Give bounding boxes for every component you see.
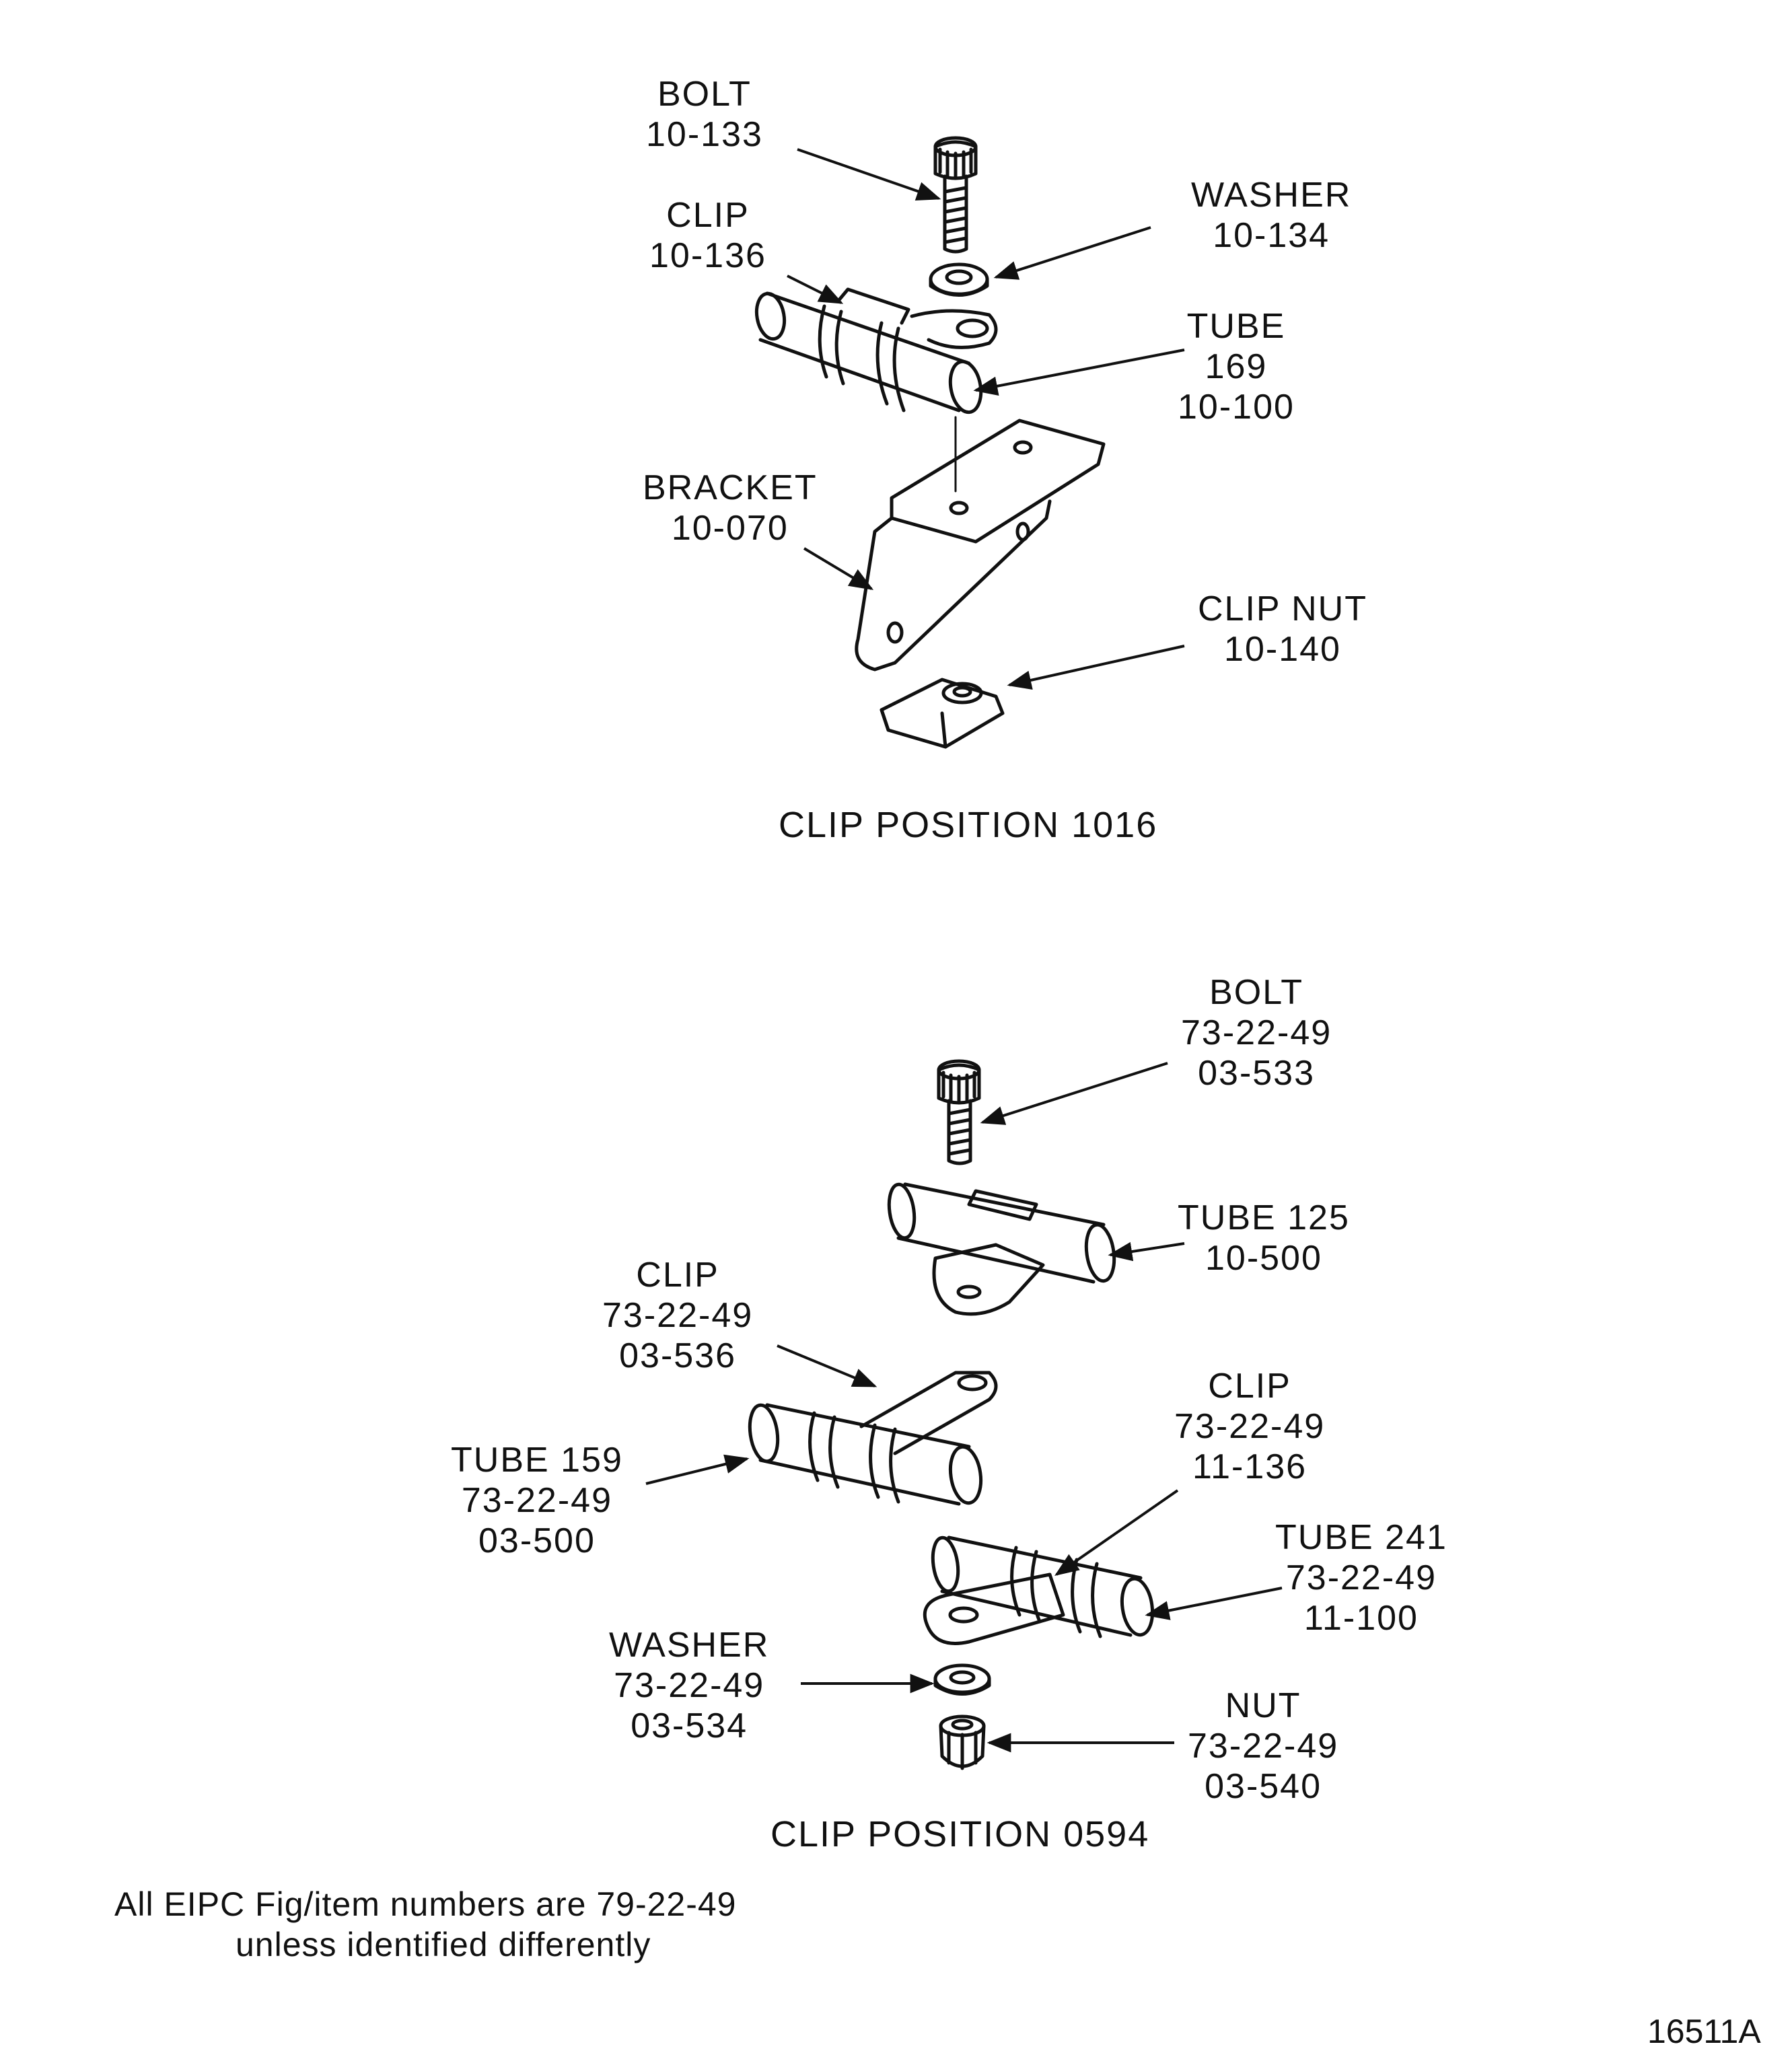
label-tube-241-name: TUBE 241 xyxy=(1275,1518,1447,1557)
figure-number: 16511A xyxy=(1647,2013,1761,2050)
label-nut-lower: NUT 73-22-49 03-540 xyxy=(1188,1686,1338,1807)
label-bolt-lower: BOLT 73-22-49 03-533 xyxy=(1181,972,1332,1093)
label-clip-a-name: CLIP xyxy=(636,1256,719,1295)
label-tube-159-name: TUBE 159 xyxy=(451,1441,623,1480)
label-clip-upper: CLIP 10-136 xyxy=(649,195,766,276)
label-tube-upper: TUBE 169 10-100 xyxy=(1178,306,1295,427)
leader-clip-b xyxy=(1054,1489,1179,1577)
nut-lower-part xyxy=(939,1714,986,1770)
label-bolt-lower-num1: 73-22-49 xyxy=(1181,1013,1332,1052)
label-clip-upper-num: 10-136 xyxy=(649,236,766,275)
label-washer-upper: WASHER 10-134 xyxy=(1191,175,1351,256)
label-clip-a-num2: 03-536 xyxy=(619,1336,737,1375)
leader-tube-241 xyxy=(1145,1587,1283,1620)
label-clip-b: CLIP 73-22-49 11-136 xyxy=(1174,1366,1325,1487)
label-tube-241: TUBE 241 73-22-49 11-100 xyxy=(1275,1517,1447,1638)
label-tube-125: TUBE 125 10-500 xyxy=(1178,1198,1350,1278)
label-washer-lower-num2: 03-534 xyxy=(631,1706,748,1745)
label-tube-241-num2: 11-100 xyxy=(1303,1599,1419,1638)
leader-tube-159 xyxy=(645,1454,750,1485)
label-washer-upper-num: 10-134 xyxy=(1213,216,1330,255)
label-bracket-upper-num: 10-070 xyxy=(671,509,789,548)
label-bracket-upper-name: BRACKET xyxy=(643,468,818,507)
label-tube-125-num: 10-500 xyxy=(1205,1239,1322,1278)
leader-bolt-lower xyxy=(980,1062,1168,1125)
label-bolt-upper-num: 10-133 xyxy=(646,115,763,154)
label-washer-lower: WASHER 73-22-49 03-534 xyxy=(609,1625,769,1746)
label-clip-nut-upper-num: 10-140 xyxy=(1224,630,1341,669)
label-bolt-upper-name: BOLT xyxy=(657,75,752,114)
label-nut-lower-num1: 73-22-49 xyxy=(1188,1727,1339,1766)
tube-125-part xyxy=(887,1182,1116,1316)
label-clip-nut-upper: CLIP NUT 10-140 xyxy=(1198,589,1367,670)
label-tube-125-name: TUBE 125 xyxy=(1178,1198,1350,1237)
leader-bracket-upper xyxy=(803,547,874,590)
label-bolt-lower-num2: 03-533 xyxy=(1198,1054,1316,1093)
washer-lower-part xyxy=(933,1663,991,1696)
caption-clip-position-0594: CLIP POSITION 0594 xyxy=(770,1814,1150,1854)
leader-tube-125 xyxy=(1108,1241,1185,1262)
clip-nut-upper-part xyxy=(880,678,1005,749)
tube-241-clip-part xyxy=(923,1535,1155,1645)
caption-clip-position-1016: CLIP POSITION 1016 xyxy=(779,805,1158,845)
label-nut-lower-num2: 03-540 xyxy=(1205,1767,1322,1806)
leader-bolt-upper xyxy=(797,148,941,201)
label-tube-159-num2: 03-500 xyxy=(478,1521,596,1560)
eipc-note-line2: unless identified differently xyxy=(236,1926,651,1963)
leader-clip-upper xyxy=(787,275,844,304)
label-nut-lower-name: NUT xyxy=(1225,1686,1301,1725)
label-tube-upper-num1: 169 xyxy=(1205,347,1268,386)
tube-clip-upper-part xyxy=(754,287,998,414)
label-washer-upper-name: WASHER xyxy=(1191,176,1352,215)
label-clip-b-num2: 11-136 xyxy=(1192,1447,1307,1486)
label-clip-b-num1: 73-22-49 xyxy=(1174,1407,1326,1446)
label-clip-a: CLIP 73-22-49 03-536 xyxy=(602,1255,753,1376)
leader-clip-a xyxy=(777,1344,877,1387)
leader-washer-upper xyxy=(993,226,1151,280)
label-clip-upper-name: CLIP xyxy=(666,196,750,235)
label-tube-upper-num2: 10-100 xyxy=(1178,388,1295,427)
label-tube-241-num1: 73-22-49 xyxy=(1285,1558,1437,1597)
label-washer-lower-name: WASHER xyxy=(609,1626,770,1665)
bolt-lower-part xyxy=(937,1059,981,1165)
bolt-upper-part xyxy=(933,136,978,254)
label-bracket-upper: BRACKET 10-070 xyxy=(643,468,818,548)
washer-upper-part xyxy=(929,262,989,297)
label-tube-159: TUBE 159 73-22-49 03-500 xyxy=(451,1440,623,1561)
label-tube-upper-name: TUBE xyxy=(1186,307,1286,346)
label-bolt-upper: BOLT 10-133 xyxy=(646,74,763,155)
leader-clip-nut-upper xyxy=(1007,645,1185,690)
label-clip-a-num1: 73-22-49 xyxy=(602,1296,754,1335)
leader-tube-upper xyxy=(973,349,1185,396)
eipc-note-line1: All EIPC Fig/item numbers are 79-22-49 xyxy=(114,1885,737,1923)
label-clip-nut-upper-name: CLIP NUT xyxy=(1198,589,1367,628)
label-bolt-lower-name: BOLT xyxy=(1209,973,1304,1012)
bracket-upper-part xyxy=(855,416,1106,672)
label-washer-lower-num1: 73-22-49 xyxy=(614,1666,765,1705)
label-clip-b-name: CLIP xyxy=(1208,1367,1291,1406)
tube-159-clip-part xyxy=(748,1371,998,1506)
label-tube-159-num1: 73-22-49 xyxy=(461,1481,613,1520)
eipc-note: All EIPC Fig/item numbers are 79-22-49 u… xyxy=(114,1884,736,1965)
